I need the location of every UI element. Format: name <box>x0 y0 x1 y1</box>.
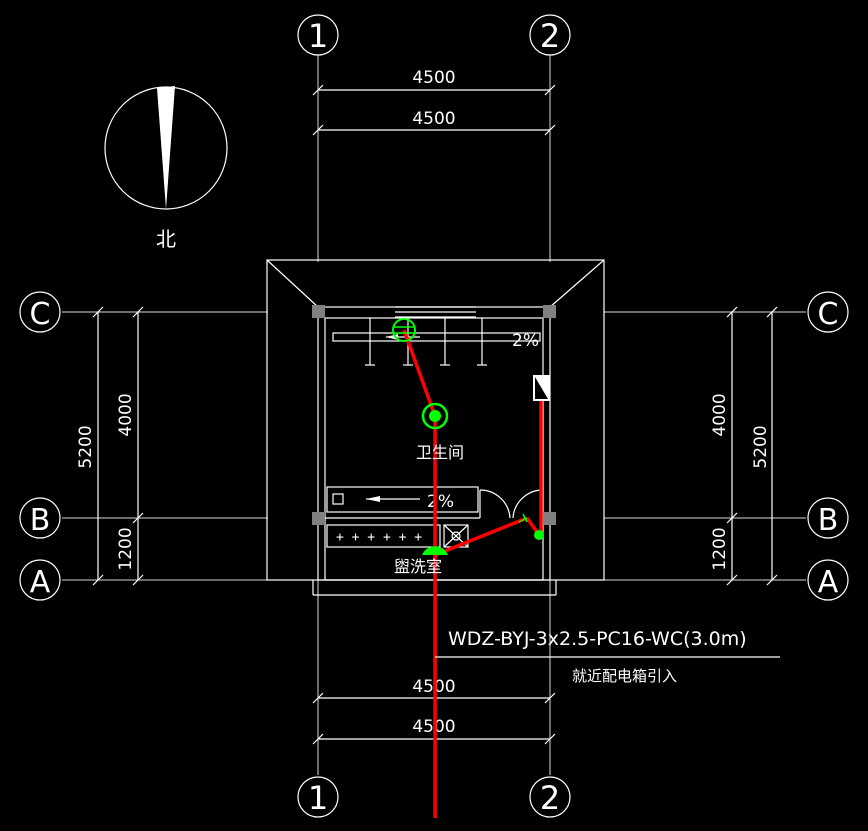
dimension-right-inner: 4000 1200 <box>710 306 738 586</box>
wash-counter: + + + + + + <box>326 524 469 548</box>
svg-text:B: B <box>818 503 839 538</box>
north-label: 北 <box>156 227 176 251</box>
svg-text:4000: 4000 <box>116 393 136 436</box>
svg-text:A: A <box>818 565 839 600</box>
distribution-panel-icon <box>533 375 550 401</box>
svg-text:4500: 4500 <box>412 109 455 129</box>
dimension-left-inner: 4000 1200 <box>116 306 144 586</box>
svg-text:2: 2 <box>540 779 560 817</box>
svg-text:5200: 5200 <box>751 425 771 468</box>
svg-text:C: C <box>30 297 51 332</box>
slope-label-bottom: 2% <box>427 492 454 512</box>
grid-bubble-2-bottom: 2 <box>529 776 571 818</box>
svg-text:B: B <box>30 503 51 538</box>
svg-text:C: C <box>818 297 839 332</box>
grid-bubble-c-right: C <box>807 291 849 333</box>
svg-text:A: A <box>30 565 51 600</box>
ceiling-light-icon <box>421 402 449 430</box>
dimension-left-total: 5200 <box>76 306 104 586</box>
svg-text:1200: 1200 <box>116 527 136 570</box>
door-swing <box>479 489 544 519</box>
svg-text:4000: 4000 <box>710 393 730 436</box>
window-top <box>395 306 476 318</box>
svg-text:WDZ-BYJ-3x2.5-PC16-WC(3.0m): WDZ-BYJ-3x2.5-PC16-WC(3.0m) <box>448 628 747 650</box>
switch-icon <box>518 513 544 540</box>
dimension-right-total: 5200 <box>751 306 778 586</box>
grid-bubble-2-top: 2 <box>529 14 571 56</box>
sink-trough <box>326 486 479 513</box>
dimension-top-1: 4500 <box>312 68 556 96</box>
svg-text:4500: 4500 <box>412 68 455 88</box>
grid-bubble-b-left: B <box>19 497 61 539</box>
svg-text:5200: 5200 <box>76 425 96 468</box>
grid-bubble-b-right: B <box>807 497 849 539</box>
grid-bubble-1-bottom: 1 <box>297 776 339 818</box>
svg-text:2: 2 <box>540 17 560 55</box>
cable-annotation: WDZ-BYJ-3x2.5-PC16-WC(3.0m) 就近配电箱引入 <box>435 628 780 685</box>
svg-text:+ + + + + +: + + + + + + <box>336 530 422 545</box>
svg-text:就近配电箱引入: 就近配电箱引入 <box>572 667 677 685</box>
north-arrow-icon <box>104 86 228 210</box>
grid-bubble-1-top: 1 <box>297 14 339 56</box>
room-label-toilet: 卫生间 <box>416 443 464 462</box>
room-label-washroom: 盥洗室 <box>394 557 442 576</box>
grid-bubble-a-left: A <box>19 559 61 601</box>
exhaust-fan-icon <box>392 318 416 342</box>
grid-bubble-c-left: C <box>19 291 61 333</box>
slope-label-top: 2% <box>512 331 539 351</box>
svg-text:1: 1 <box>308 779 328 817</box>
grid-bubble-a-right: A <box>807 559 849 601</box>
structural-columns <box>312 305 556 525</box>
lamp-icon <box>422 546 448 555</box>
svg-text:1200: 1200 <box>710 527 730 570</box>
svg-text:1: 1 <box>308 17 328 55</box>
toilet-partitions <box>332 318 541 366</box>
dimension-top-2: 4500 <box>312 109 556 136</box>
electrical-wiring <box>402 329 543 818</box>
